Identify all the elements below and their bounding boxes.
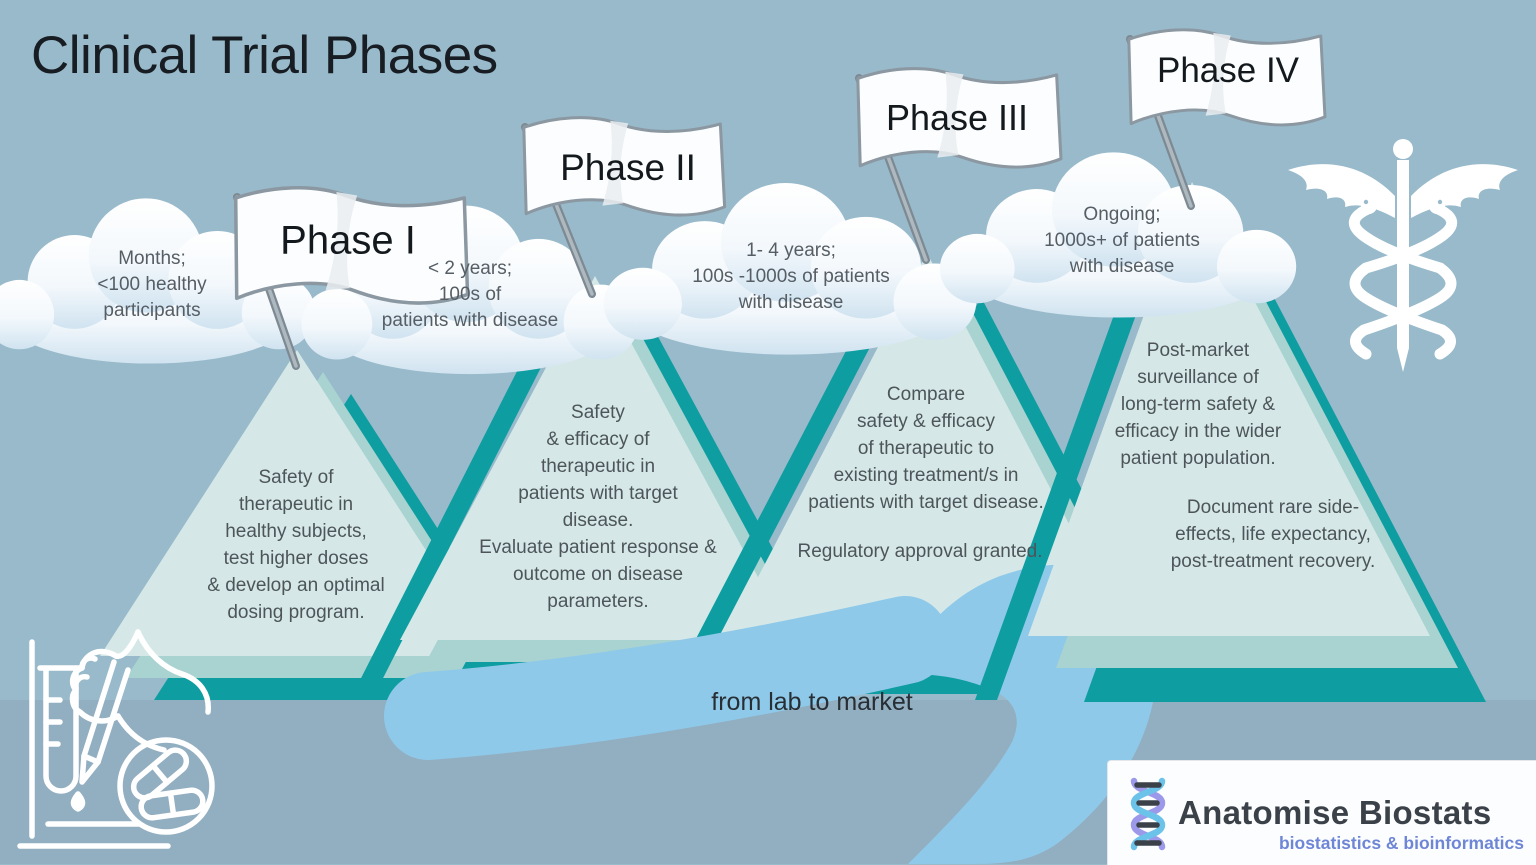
flag-label-phase-2: Phase II — [560, 147, 696, 188]
flag-label-phase-4: Phase IV — [1156, 51, 1300, 90]
cloud-note-phase-4: Ongoing; 1000s+ of patients with disease — [1044, 204, 1200, 277]
cloud-note-phase-1: Months; <100 healthy participants — [97, 248, 207, 321]
mountain-phase-2 — [355, 276, 846, 690]
lab-pipette-icon — [17, 629, 215, 849]
page-title: Clinical Trial Phases — [31, 26, 498, 85]
mountain-note-phase-3: Regulatory approval granted. — [797, 541, 1043, 562]
caduceus-icon — [1288, 139, 1518, 372]
mountain-description-phase-2: Safety & efficacy of therapeutic in pati… — [479, 402, 717, 612]
mountain-description-phase-3: Compare safety & efficacy of therapeutic… — [808, 384, 1044, 513]
mountain-note-phase-4: Document rare side- effects, life expect… — [1170, 497, 1376, 572]
flag-label-phase-1: Phase I — [280, 218, 416, 263]
mountain-phase-4 — [975, 182, 1486, 702]
cloud-note-phase-2: < 2 years; 100s of patients with disease — [381, 258, 559, 331]
cloud-note-phase-3: 1- 4 years; 100s -1000s of patients with… — [692, 240, 890, 313]
arrow-label: from lab to market — [711, 688, 913, 716]
logo-tagline: biostatistics & bioinformatics — [1278, 833, 1524, 853]
logo-name: Anatomise Biostats — [1178, 794, 1492, 831]
mountain-description-phase-1: Safety of therapeutic in healthy subject… — [207, 467, 385, 623]
mountain-description-phase-4: Post-market surveillance of long-term sa… — [1114, 340, 1282, 469]
flag-label-phase-3: Phase III — [885, 97, 1029, 138]
dna-icon — [1130, 777, 1166, 851]
logo-card: Anatomise Biostats biostatistics & bioin… — [1107, 760, 1536, 865]
